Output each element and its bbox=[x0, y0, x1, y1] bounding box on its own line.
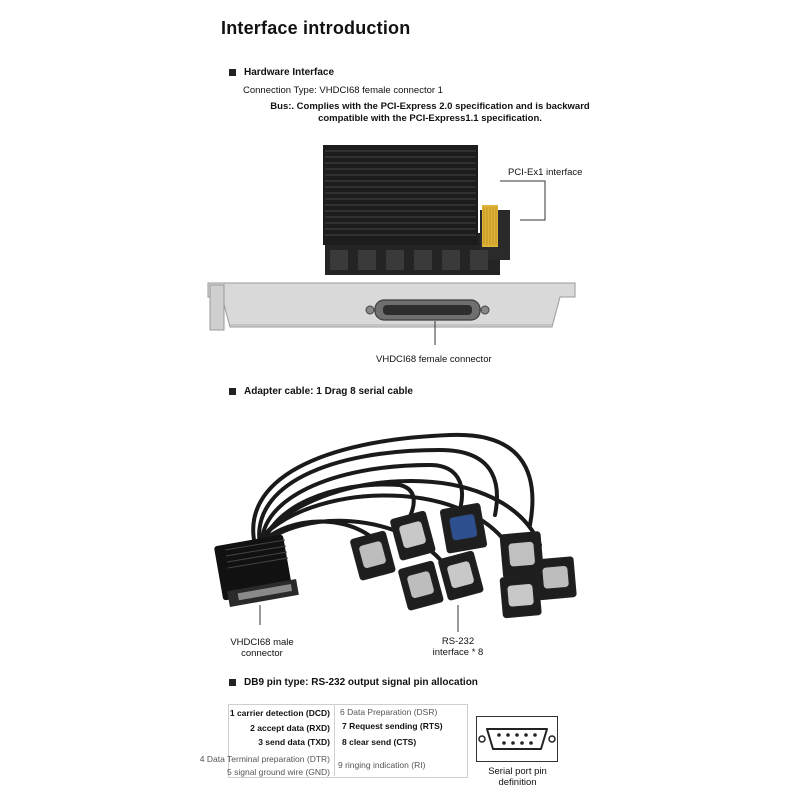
cable-heading-text: Adapter cable: 1 Drag 8 serial cable bbox=[244, 386, 413, 397]
pcie-card-image bbox=[207, 145, 576, 345]
bullet-square-icon bbox=[229, 679, 236, 686]
pin-8: 8 clear send (CTS) bbox=[342, 737, 417, 747]
bus-line-1: Bus:. Complies with the PCI-Express 2.0 … bbox=[270, 101, 590, 112]
pin-5: 5 signal ground wire (GND) bbox=[227, 767, 330, 777]
bullet-square-icon bbox=[229, 388, 236, 395]
db9-heading: DB9 pin type: RS-232 output signal pin a… bbox=[229, 677, 478, 688]
serial-port-label-2: definition bbox=[498, 777, 537, 788]
db9-port-icon bbox=[478, 728, 556, 750]
pin-table-divider bbox=[334, 704, 335, 776]
serial-port-label-1: Serial port pin bbox=[488, 766, 547, 777]
hardware-heading-text: Hardware Interface bbox=[244, 67, 335, 78]
vhdci-male-label-2: connector bbox=[241, 648, 283, 659]
rs232-label-1: RS-232 bbox=[441, 636, 475, 647]
db9-heading-text: DB9 pin type: RS-232 output signal pin a… bbox=[244, 677, 478, 688]
pin-table-frame bbox=[228, 704, 468, 778]
page-title: Interface introduction bbox=[221, 18, 411, 38]
bus-line-2: compatible with the PCI-Express1.1 speci… bbox=[318, 113, 542, 124]
pin-2: 2 accept data (RXD) bbox=[250, 723, 330, 733]
pin-6: 6 Data Preparation (DSR) bbox=[340, 707, 438, 717]
vhdci-male-label-1: VHDCI68 male bbox=[230, 637, 294, 648]
pin-1: 1 carrier detection (DCD) bbox=[229, 708, 330, 718]
pin-4: 4 Data Terminal preparation (DTR) bbox=[199, 754, 330, 764]
serial-port-frame bbox=[476, 716, 558, 762]
cable-heading: Adapter cable: 1 Drag 8 serial cable bbox=[229, 386, 413, 397]
rs232-label-2: interface * 8 bbox=[432, 647, 484, 658]
bullet-square-icon bbox=[229, 69, 236, 76]
connection-type: Connection Type: VHDCI68 female connecto… bbox=[243, 85, 443, 96]
pin-7: 7 Request sending (RTS) bbox=[342, 721, 443, 731]
pcie-interface-label: PCI-Ex1 interface bbox=[508, 167, 583, 178]
pin-3: 3 send data (TXD) bbox=[258, 737, 330, 747]
vhdci-female-label: VHDCI68 female connector bbox=[376, 354, 492, 365]
serial-cable-image bbox=[214, 432, 577, 632]
hardware-heading: Hardware Interface bbox=[229, 67, 334, 78]
pin-9: 9 ringing indication (RI) bbox=[338, 760, 426, 770]
